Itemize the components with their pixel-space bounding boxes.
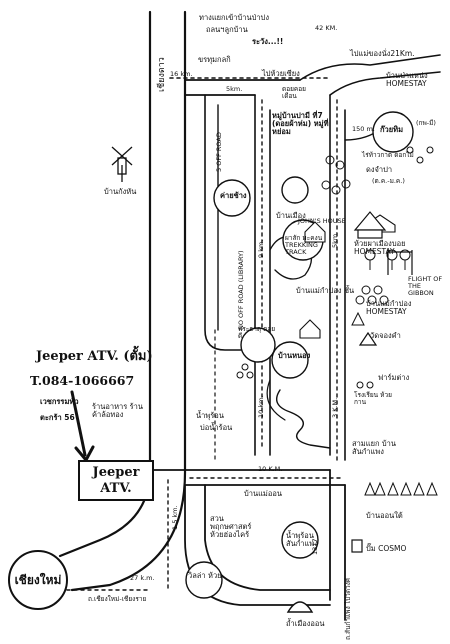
label-school2: โรงเรียน ห้วยกาน — [354, 391, 392, 406]
label-coffee: ดงจำปา — [366, 165, 393, 174]
label-16km: 16 km. — [170, 70, 193, 78]
label-villa: วิลล่า ห้วย — [188, 571, 222, 580]
cave-icon — [286, 601, 314, 613]
label-to-huai: ไปห้วยเซียง — [262, 69, 300, 78]
label-school: บ้านหนอง — [278, 351, 311, 360]
road-main-label: เชียงดาว — [157, 57, 167, 92]
label-5km: 5km. — [226, 85, 243, 93]
jeeper-box-line2: ATV. — [100, 480, 132, 496]
jeeper-atv-box: Jeeper ATV. — [78, 460, 154, 502]
label-small-village: บ้านแม่กำปอง ชั้น — [296, 286, 355, 295]
label-5km-v: 5km. — [331, 231, 339, 248]
label-cave: ถ้ำเมืองออน — [286, 619, 325, 628]
label-10km-v: 10 km. — [257, 395, 265, 419]
legend-phone: T.084-1066667 — [30, 373, 135, 388]
legend-line4: ตะกร้า 56 — [40, 413, 75, 422]
label-pr-point: ขรทุมกลกิ — [198, 55, 231, 64]
label-offroad-short: 5 OFF ROAD — [215, 132, 223, 172]
label-1-5km: 1.5 km. — [171, 505, 179, 530]
label-temple: วัดจองคำ — [370, 331, 401, 340]
jeeper-box-line1: Jeeper — [92, 465, 140, 480]
label-rdno: 1317 — [311, 538, 319, 555]
label-chedi: พระธาตุ ดอยดี — [238, 325, 276, 340]
label-to-dam: ไปแม่ของนั่ง21Km. — [350, 49, 415, 58]
label-150m: 150 m. — [352, 125, 375, 133]
tree-icon — [236, 146, 438, 496]
label-windmill: บ้านกังหัน — [104, 187, 137, 196]
label-waterfall-2: บ่อน้ำร้อน — [200, 423, 233, 432]
label-village7: หมู่บ้านปามี ที่7 (ดอยผ้าห่ม) หมู่ที่ หย… — [272, 111, 329, 136]
label-mae-on: บ้านแม่ออน — [244, 489, 283, 498]
label-nature: ฟาร์มต่าง — [378, 373, 410, 382]
label-ban-on: บ้านออนใต้ — [366, 511, 403, 520]
label-rest: ร้านอาหาร ร้านค้าล้อทอง — [92, 402, 144, 419]
label-coffee-season: (ต.ค.-ม.ค.) — [372, 177, 405, 185]
label-mae-kampong: บ้านแม่กำปอง HOMESTAY — [366, 299, 412, 316]
label-flower: ไร่ท้าวกาต ดอกไม้ — [362, 151, 414, 159]
label-3km: 3 K.M. — [331, 397, 339, 418]
label-offroad-long: NO OFF ROAD (LIBRARY) — [237, 250, 245, 330]
legend-jeeper-title: Jeeper ATV. (ตั้ม) — [36, 349, 153, 364]
temple-icon — [353, 211, 387, 346]
label-johns-house: JOHN'S HOUSE — [298, 217, 346, 225]
label-ban-mueang: บ้านเมือง — [276, 211, 306, 220]
label-road-chm: ถ.เชียงใหม่-เชียงราย — [88, 595, 147, 603]
label-dokwoo: ดอยคอย เดือน — [282, 85, 306, 100]
city-label: เชียงใหม่ — [14, 572, 62, 587]
city-chiang-mai: เชียงใหม่ — [8, 550, 68, 610]
label-trekking: ผาสัก มะคงน TREKKING TRACK — [285, 234, 323, 256]
label-gibbon: FLIGHT OF THE GIBBON — [408, 275, 443, 297]
label-dam-note: (กพ-มี) — [416, 119, 436, 127]
label-9km: 9 km. — [257, 239, 265, 258]
label-junction: สามแยก บ้านสันกำแพง — [352, 439, 396, 456]
elephant-circle — [213, 179, 251, 217]
label-top-shortcut-2: ถลนฯลูกบ้าน — [206, 25, 248, 34]
label-top-shortcut-3: ระวัง...!! — [252, 37, 284, 46]
label-elephant-camp: ค่ายช้าง — [220, 191, 247, 200]
label-cosmo: ปั๊ม COSMO — [366, 544, 407, 553]
windmill-icon — [111, 146, 133, 182]
label-homestay-mid: ห้วยผาเมืองบอย HOMESTAY — [354, 239, 406, 256]
label-homestay-top: บ้านป่าแหน่ง HOMESTAY — [386, 71, 428, 88]
label-dam: ก๊วยทิม — [380, 125, 404, 134]
label-hot-spring: น้ำพุร้อน สันกำแพง — [286, 531, 318, 548]
label-garden: สวนพฤกษศาสตร์ ห้วยฮ่องไคร้ — [210, 514, 252, 539]
label-27km: 27 k.m. — [130, 574, 155, 582]
label-road-skp: ถ.สันกำแพง ไปวัดวงศ์ — [344, 578, 352, 640]
label-top-km: 42 KM. — [315, 24, 338, 32]
label-10km-h: 10 K.M. — [258, 465, 283, 473]
legend-line3: เวชกรรมทั่ว — [40, 397, 79, 406]
highway-right-edge — [70, 10, 187, 592]
label-top-shortcut-1: ทางแยกเข้าบ้านป่าปง — [199, 13, 269, 22]
label-waterfall-1: น้ำพุร้อน — [196, 411, 224, 420]
